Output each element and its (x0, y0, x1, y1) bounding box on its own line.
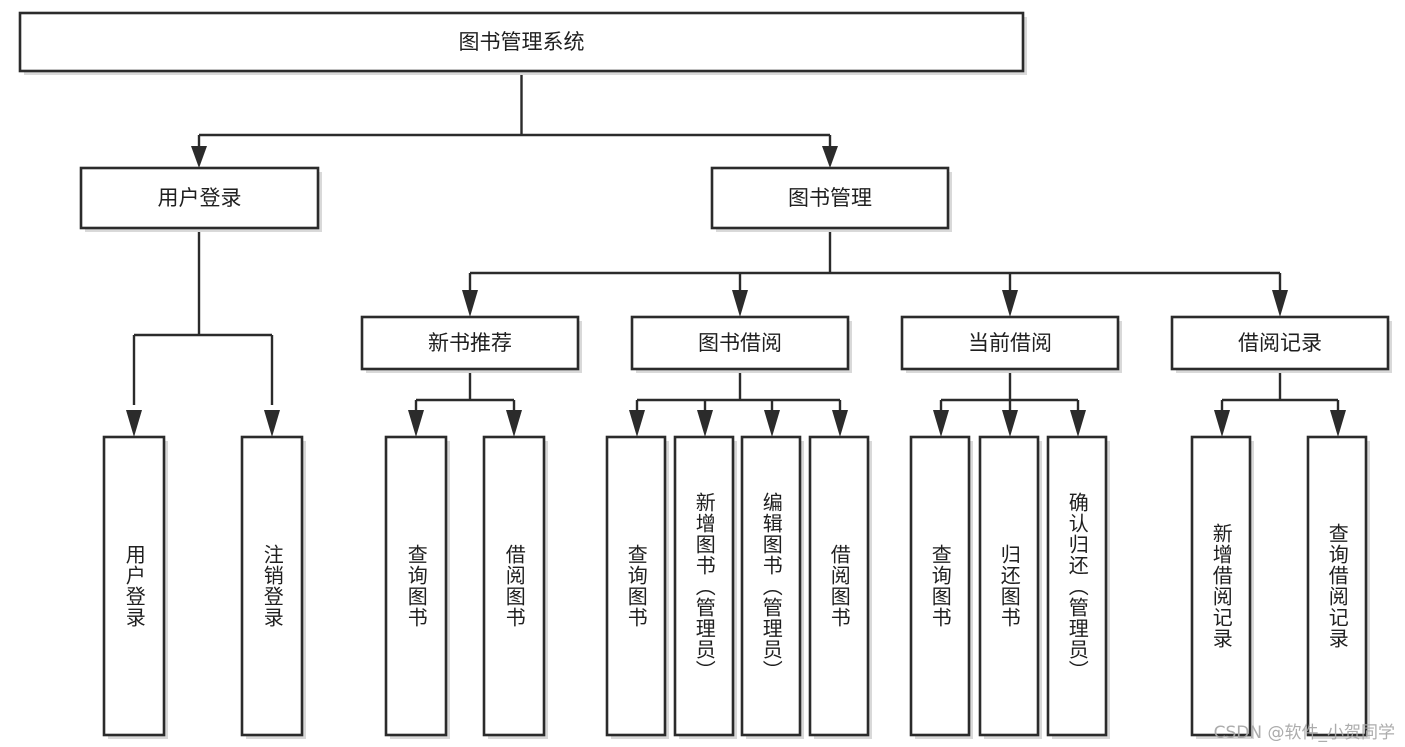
arrow-to-leaf-user-login (126, 410, 142, 437)
arrow-bookborrow-leaf-2 (697, 410, 713, 437)
arrow-currentborrow-leaf-3 (1070, 410, 1086, 437)
leaf-node-add-book[interactable] (673, 435, 737, 739)
arrow-to-new-book (462, 290, 478, 317)
leaf-node-query-book-3[interactable] (909, 435, 973, 739)
arrow-bookborrow-leaf-4 (832, 410, 848, 437)
leaf-node-query-book-1[interactable] (384, 435, 450, 739)
connector-layer (126, 75, 1346, 437)
leaf-node-return-book[interactable] (978, 435, 1042, 739)
arrow-bookborrow-leaf-3 (764, 410, 780, 437)
arrow-to-book-borrow (732, 290, 748, 317)
node-book-borrow[interactable]: 图书借阅 (630, 315, 852, 373)
arrow-to-current-borrow (1002, 290, 1018, 317)
arrow-bookborrow-leaf-1 (629, 410, 645, 437)
node-book-management-label: 图书管理 (788, 186, 872, 210)
leaf-node-borrow-book-1[interactable] (482, 435, 548, 739)
arrow-to-leaf-logout (264, 410, 280, 437)
arrow-borrowrecord-leaf-2 (1330, 410, 1346, 437)
arrow-newbook-leaf-2 (506, 410, 522, 437)
node-borrow-record-label: 借阅记录 (1238, 331, 1322, 355)
leaf-node-user-login[interactable] (102, 435, 168, 739)
node-new-book-recommend-label: 新书推荐 (428, 331, 512, 355)
node-current-borrow-label: 当前借阅 (968, 331, 1052, 355)
leaf-node-logout[interactable] (240, 435, 306, 739)
node-root[interactable]: 图书管理系统 (18, 11, 1027, 75)
arrow-borrowrecord-leaf-1 (1214, 410, 1230, 437)
node-root-label: 图书管理系统 (459, 30, 585, 54)
leaf-node-add-borrow-record[interactable] (1190, 435, 1254, 739)
arrow-currentborrow-leaf-1 (933, 410, 949, 437)
node-user-login[interactable]: 用户登录 (79, 166, 322, 232)
arrow-to-borrow-record (1272, 290, 1288, 317)
leaf-node-confirm-return[interactable] (1046, 435, 1110, 739)
arrow-to-book-manage (822, 146, 838, 168)
leaf-node-query-book-2[interactable] (605, 435, 669, 739)
node-book-borrow-label: 图书借阅 (698, 331, 782, 355)
node-user-login-label: 用户登录 (158, 186, 242, 210)
arrow-to-user-login (191, 146, 207, 168)
leaf-node-borrow-book-2[interactable] (808, 435, 872, 739)
node-book-management[interactable]: 图书管理 (710, 166, 952, 232)
node-current-borrow[interactable]: 当前借阅 (900, 315, 1122, 373)
leaf-node-query-borrow-record[interactable] (1306, 435, 1370, 739)
node-borrow-record[interactable]: 借阅记录 (1170, 315, 1392, 373)
arrow-newbook-leaf-1 (408, 410, 424, 437)
arrow-currentborrow-leaf-2 (1002, 410, 1018, 437)
leaf-node-edit-book[interactable] (740, 435, 804, 739)
node-new-book-recommend[interactable]: 新书推荐 (360, 315, 582, 373)
